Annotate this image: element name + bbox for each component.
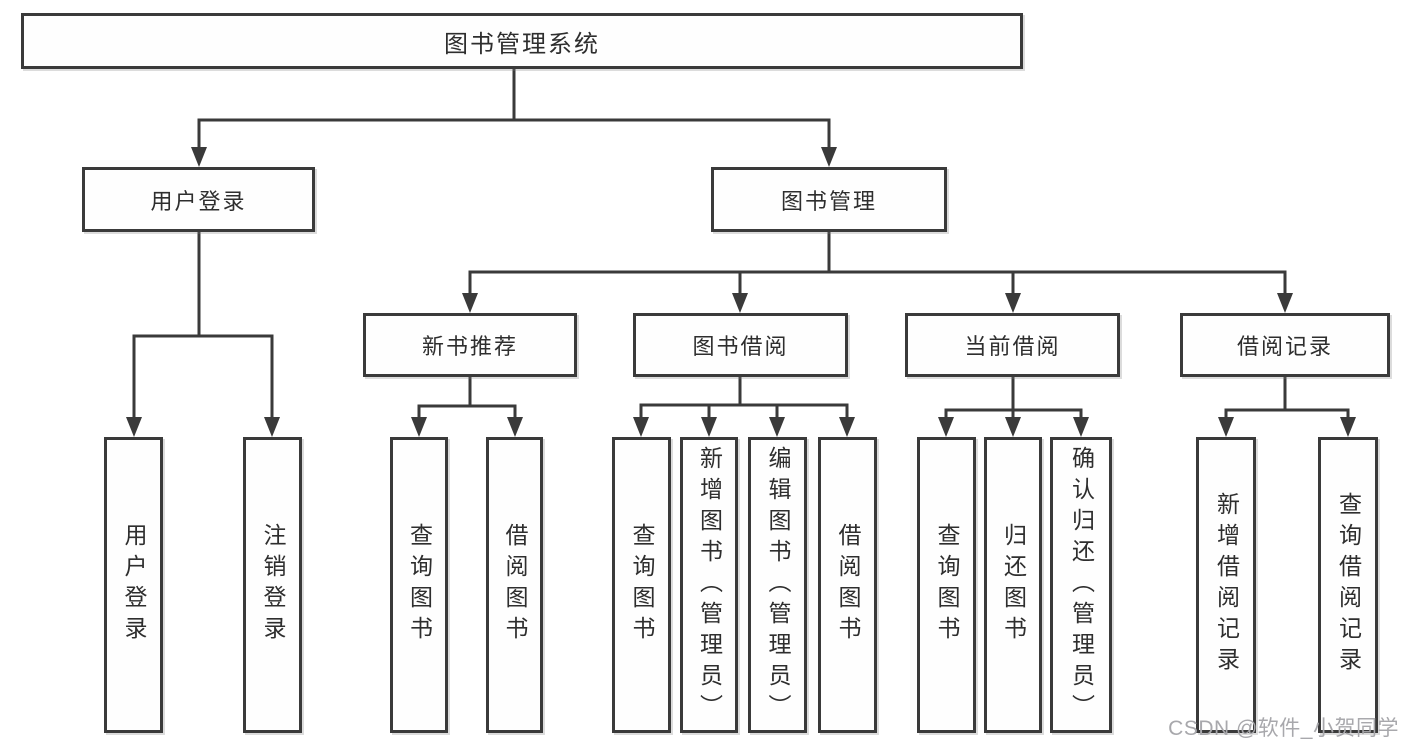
branch-user-login [132, 230, 274, 418]
node-label: 图书管理 [780, 188, 877, 214]
node-label: 图书管理系统 [444, 30, 600, 58]
node-borrow-records: 借阅记录 [1180, 313, 1390, 377]
leaf-query-books-current: 查询图书 [917, 437, 976, 733]
node-root: 图书管理系统 [21, 13, 1023, 69]
branch-book-borrow [639, 375, 849, 418]
node-label: 查询图书 [406, 523, 433, 647]
leaf-add-borrow-record: 新增借阅记录 [1196, 437, 1256, 733]
branch-borrow-records [1224, 375, 1350, 418]
node-book-borrow: 图书借阅 [633, 313, 848, 377]
node-label: 新增图书（管理员） [696, 445, 723, 725]
node-user-login: 用户登录 [82, 167, 315, 232]
node-label: 借阅记录 [1236, 334, 1333, 359]
node-label: 查询图书 [629, 523, 655, 647]
node-label: 查询图书 [934, 523, 960, 647]
branch-book-management [468, 230, 1287, 294]
node-label: 借阅图书 [502, 523, 528, 647]
leaf-borrow-books-recommend: 借阅图书 [486, 437, 543, 733]
node-label: 用户登录 [121, 523, 147, 647]
branch-current-borrow [944, 375, 1083, 418]
leaf-return-book: 归还图书 [984, 437, 1042, 733]
branch-new-book-recommend [417, 375, 517, 418]
watermark: CSDN @软件_小贺同学 [1168, 717, 1399, 740]
node-label: 查询借阅记录 [1335, 492, 1362, 678]
leaf-add-book-admin: 新增图书（管理员） [680, 437, 738, 733]
node-label: 归还图书 [1000, 523, 1027, 647]
node-label: 编辑图书（管理员） [765, 445, 791, 725]
leaf-edit-book-admin: 编辑图书（管理员） [748, 437, 807, 733]
node-label: 当前借阅 [964, 334, 1061, 359]
node-label: 注销登录 [260, 523, 286, 647]
leaf-query-books-borrow: 查询图书 [612, 437, 671, 733]
node-current-borrow: 当前借阅 [905, 313, 1120, 377]
node-label: 新书推荐 [421, 334, 518, 359]
node-label: 借阅图书 [835, 523, 861, 647]
leaf-query-borrow-record: 查询借阅记录 [1318, 437, 1378, 733]
node-label: 新增借阅记录 [1213, 492, 1240, 678]
node-label: 图书借阅 [692, 334, 789, 359]
node-new-book-recommend: 新书推荐 [363, 313, 577, 377]
leaf-query-books-recommend: 查询图书 [390, 437, 448, 733]
leaf-confirm-return-admin: 确认归还（管理员） [1050, 437, 1112, 733]
node-label: 确认归还（管理员） [1068, 445, 1095, 725]
leaf-logout: 注销登录 [243, 437, 302, 733]
leaf-user-login: 用户登录 [104, 437, 163, 733]
node-book-management: 图书管理 [711, 167, 947, 232]
leaf-borrow-books: 借阅图书 [818, 437, 877, 733]
node-label: 用户登录 [150, 188, 247, 214]
branch-root [197, 69, 831, 149]
